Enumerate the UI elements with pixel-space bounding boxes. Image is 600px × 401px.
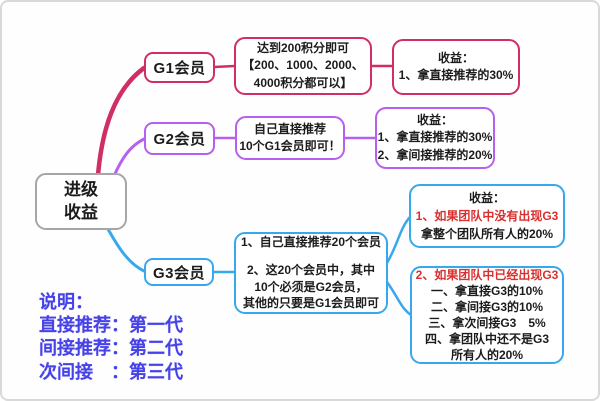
g3-member-label: G3会员 [152,264,205,282]
legend-line: 直接推荐：第一代 [39,315,183,336]
root-to-g2-connector [112,137,146,178]
legend-line: 间接推荐：第二代 [39,338,183,359]
g3-benefit2-line: 四、拿团队中还不是G3 [424,332,549,347]
g1-condition-line: 达到200积分即可 [256,40,350,55]
g1-benefit-box: 收益： 1、拿直接推荐的30% [392,39,520,95]
g3-member-node: G3会员 [144,258,214,286]
g1-member-label: G1会员 [153,60,206,77]
root-node-label-line2: 收益 [64,202,98,222]
root-node-label-line1: 进级 [64,179,98,199]
g3-benefit-box-1: 收益： 1、如果团队中没有出现G3 拿整个团队所有人的20% [409,184,565,248]
g3-benefit-box-2: 2、如果团队中已经出现G3 一、拿直接G3的10% 二、拿间接G3的10% 三、… [410,266,564,364]
g2-condition-line: 10个G1会员即可！ [239,139,341,153]
g3-benefit1-line: 拿整个团队所有人的20% [420,227,554,241]
g1-condition-line: 【200、1000、2000、 [242,58,364,73]
g3-benefit1-title: 收益： [468,191,505,205]
g3-condition-to-benefit1-connector [385,215,412,265]
root-to-g3-connector [106,227,146,273]
g2-member-label: G2会员 [153,131,206,148]
g3-benefit2-line: 二、拿间接G3的10% [430,299,544,314]
g2-benefit-box: 收益： 1、拿直接推荐的30% 2、拿间接推荐的20% [375,107,495,169]
root-node: 进级 收益 [35,173,127,230]
g3-benefit1-red-line: 1、如果团队中没有出现G3 [415,209,559,223]
g1-member-node: G1会员 [144,52,215,83]
g2-condition-line: 自己直接推荐 [253,121,326,136]
g1-benefit-title: 收益： [437,50,474,65]
g3-benefit2-red-line: 2、如果团队中已经出现G3 [415,267,559,282]
g3-benefit2-line: 一、拿直接G3的10% [430,283,544,298]
g1-condition-line: 4000积分都可以】 [253,75,353,90]
g1-condition-box: 达到200积分即可 【200、1000、2000、 4000积分都可以】 [234,37,372,95]
g2-benefit-line: 2、拿间接推荐的20% [377,147,493,162]
g3-benefit2-line: 三、拿次间接G3 5% [428,316,546,330]
legend-line: 次间接 ：第三代 [39,361,183,382]
root-to-g1-connector [95,65,147,178]
g2-member-node: G2会员 [144,122,215,155]
g3-benefit2-line: 所有人的20% [450,348,524,363]
legend: 说明： 直接推荐：第一代 间接推荐：第二代 次间接 ：第三代 [39,291,183,384]
g3-condition-para1: 1、自己直接推荐20个会员 [240,234,382,249]
g3-condition-box: 1、自己直接推荐20个会员 2、这20个会员中，其中 10个必须是G2会员， 其… [234,232,388,314]
g3-condition-para2-line: 10个必须是G2会员， [254,279,368,294]
legend-title: 说明： [39,292,93,312]
g1-benefit-line: 1、拿直接推荐的30% [398,68,514,82]
g1-node-to-condition-connector [212,64,237,69]
g2-condition-box: 自己直接推荐 10个G1会员即可！ [235,116,345,160]
g2-benefit-line: 1、拿直接推荐的30% [377,130,493,145]
g3-condition-to-benefit2-connector [385,280,413,317]
g3-condition-para2-line: 其他的只要是G1会员即可 [242,296,379,311]
g2-benefit-title: 收益： [416,112,453,127]
g3-condition-para2-line: 2、这20个会员中，其中 [246,262,376,277]
